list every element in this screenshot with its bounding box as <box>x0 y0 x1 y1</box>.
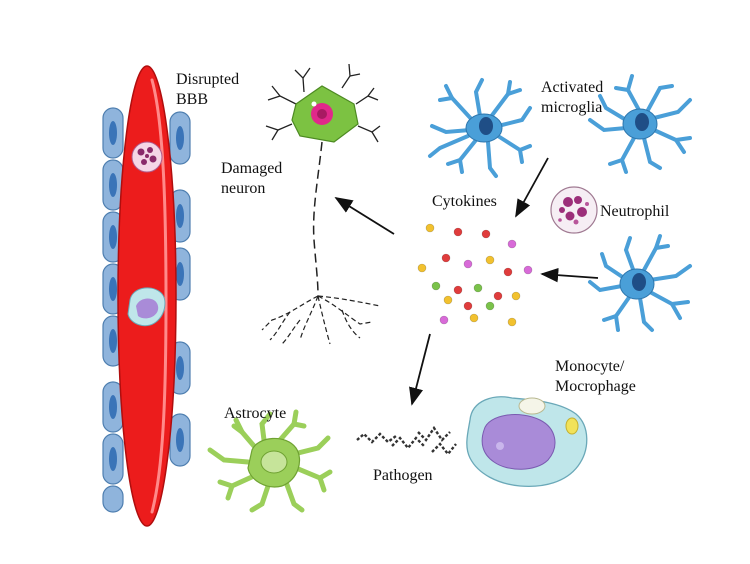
label-monocyte: Monocyte/ <box>555 358 625 375</box>
macrophage-cell <box>466 396 588 488</box>
cytokine-dot <box>431 281 441 291</box>
label-pathogen: Pathogen <box>373 467 433 484</box>
label-neutrophil: Neutrophil <box>600 203 670 220</box>
cytokine-dot <box>481 229 491 239</box>
cytokine-dot <box>493 291 503 301</box>
cytokine-dot <box>485 255 495 265</box>
arrow-microglia-to-cytokines <box>515 157 549 218</box>
neutrophil-in-vessel <box>131 141 163 173</box>
cytokine-dot <box>485 301 495 311</box>
arrow-monocyte-to-cytokines <box>540 267 599 283</box>
astrocyte-cell <box>207 409 333 513</box>
neutrophil-cell <box>550 186 598 234</box>
label-activated: Activated <box>541 79 604 96</box>
label-cytokines: Cytokines <box>432 193 497 210</box>
cytokine-dot <box>503 267 513 277</box>
cytokine-dot <box>453 227 463 237</box>
monocyte-microglia-cell <box>588 234 692 332</box>
label-damaged-neuron: Damaged neuron <box>221 159 282 199</box>
cytokine-dot <box>507 239 517 249</box>
label-astrocyte: Astrocyte <box>224 405 287 422</box>
arrow-cytokines-to-pathogen <box>409 333 431 406</box>
cytokine-dot <box>507 317 517 327</box>
label-neuron: neuron <box>221 180 266 197</box>
activated-microglia-1 <box>428 78 532 178</box>
cytokine-dot <box>463 301 473 311</box>
label-disrupted: Disrupted <box>176 71 240 88</box>
label-microglia: microglia <box>541 99 603 116</box>
cytokine-dot <box>425 223 435 233</box>
label-monocyte-macrophage: Monocyte/ Mocrophage <box>555 357 636 397</box>
arrows <box>334 157 599 406</box>
cytokine-dot <box>443 295 453 305</box>
damaged-neuron <box>261 63 381 345</box>
label-damaged: Damaged <box>221 160 283 177</box>
cytokine-dot <box>439 315 449 325</box>
label-bbb: BBB <box>176 91 209 108</box>
cytokine-dot <box>441 253 451 263</box>
monocyte-in-vessel <box>127 287 166 327</box>
cytokine-dot <box>453 285 463 295</box>
cytokine-dot <box>523 265 533 275</box>
arrow-cytokines-to-neuron <box>334 197 395 235</box>
cytokine-dot <box>469 313 479 323</box>
pathogen <box>356 425 457 456</box>
label-disrupted-bbb: Disrupted BBB <box>176 70 239 110</box>
cytokine-dot <box>473 283 483 293</box>
blood-vessel <box>102 65 191 527</box>
cytokine-dot <box>417 263 427 273</box>
cytokine-dot <box>463 259 473 269</box>
label-macrophage: Mocrophage <box>555 378 636 395</box>
activated-microglia-2 <box>588 74 692 174</box>
cytokine-dot <box>511 291 521 301</box>
label-activated-microglia: Activated microglia <box>541 78 603 118</box>
cytokine-cluster <box>417 223 533 327</box>
